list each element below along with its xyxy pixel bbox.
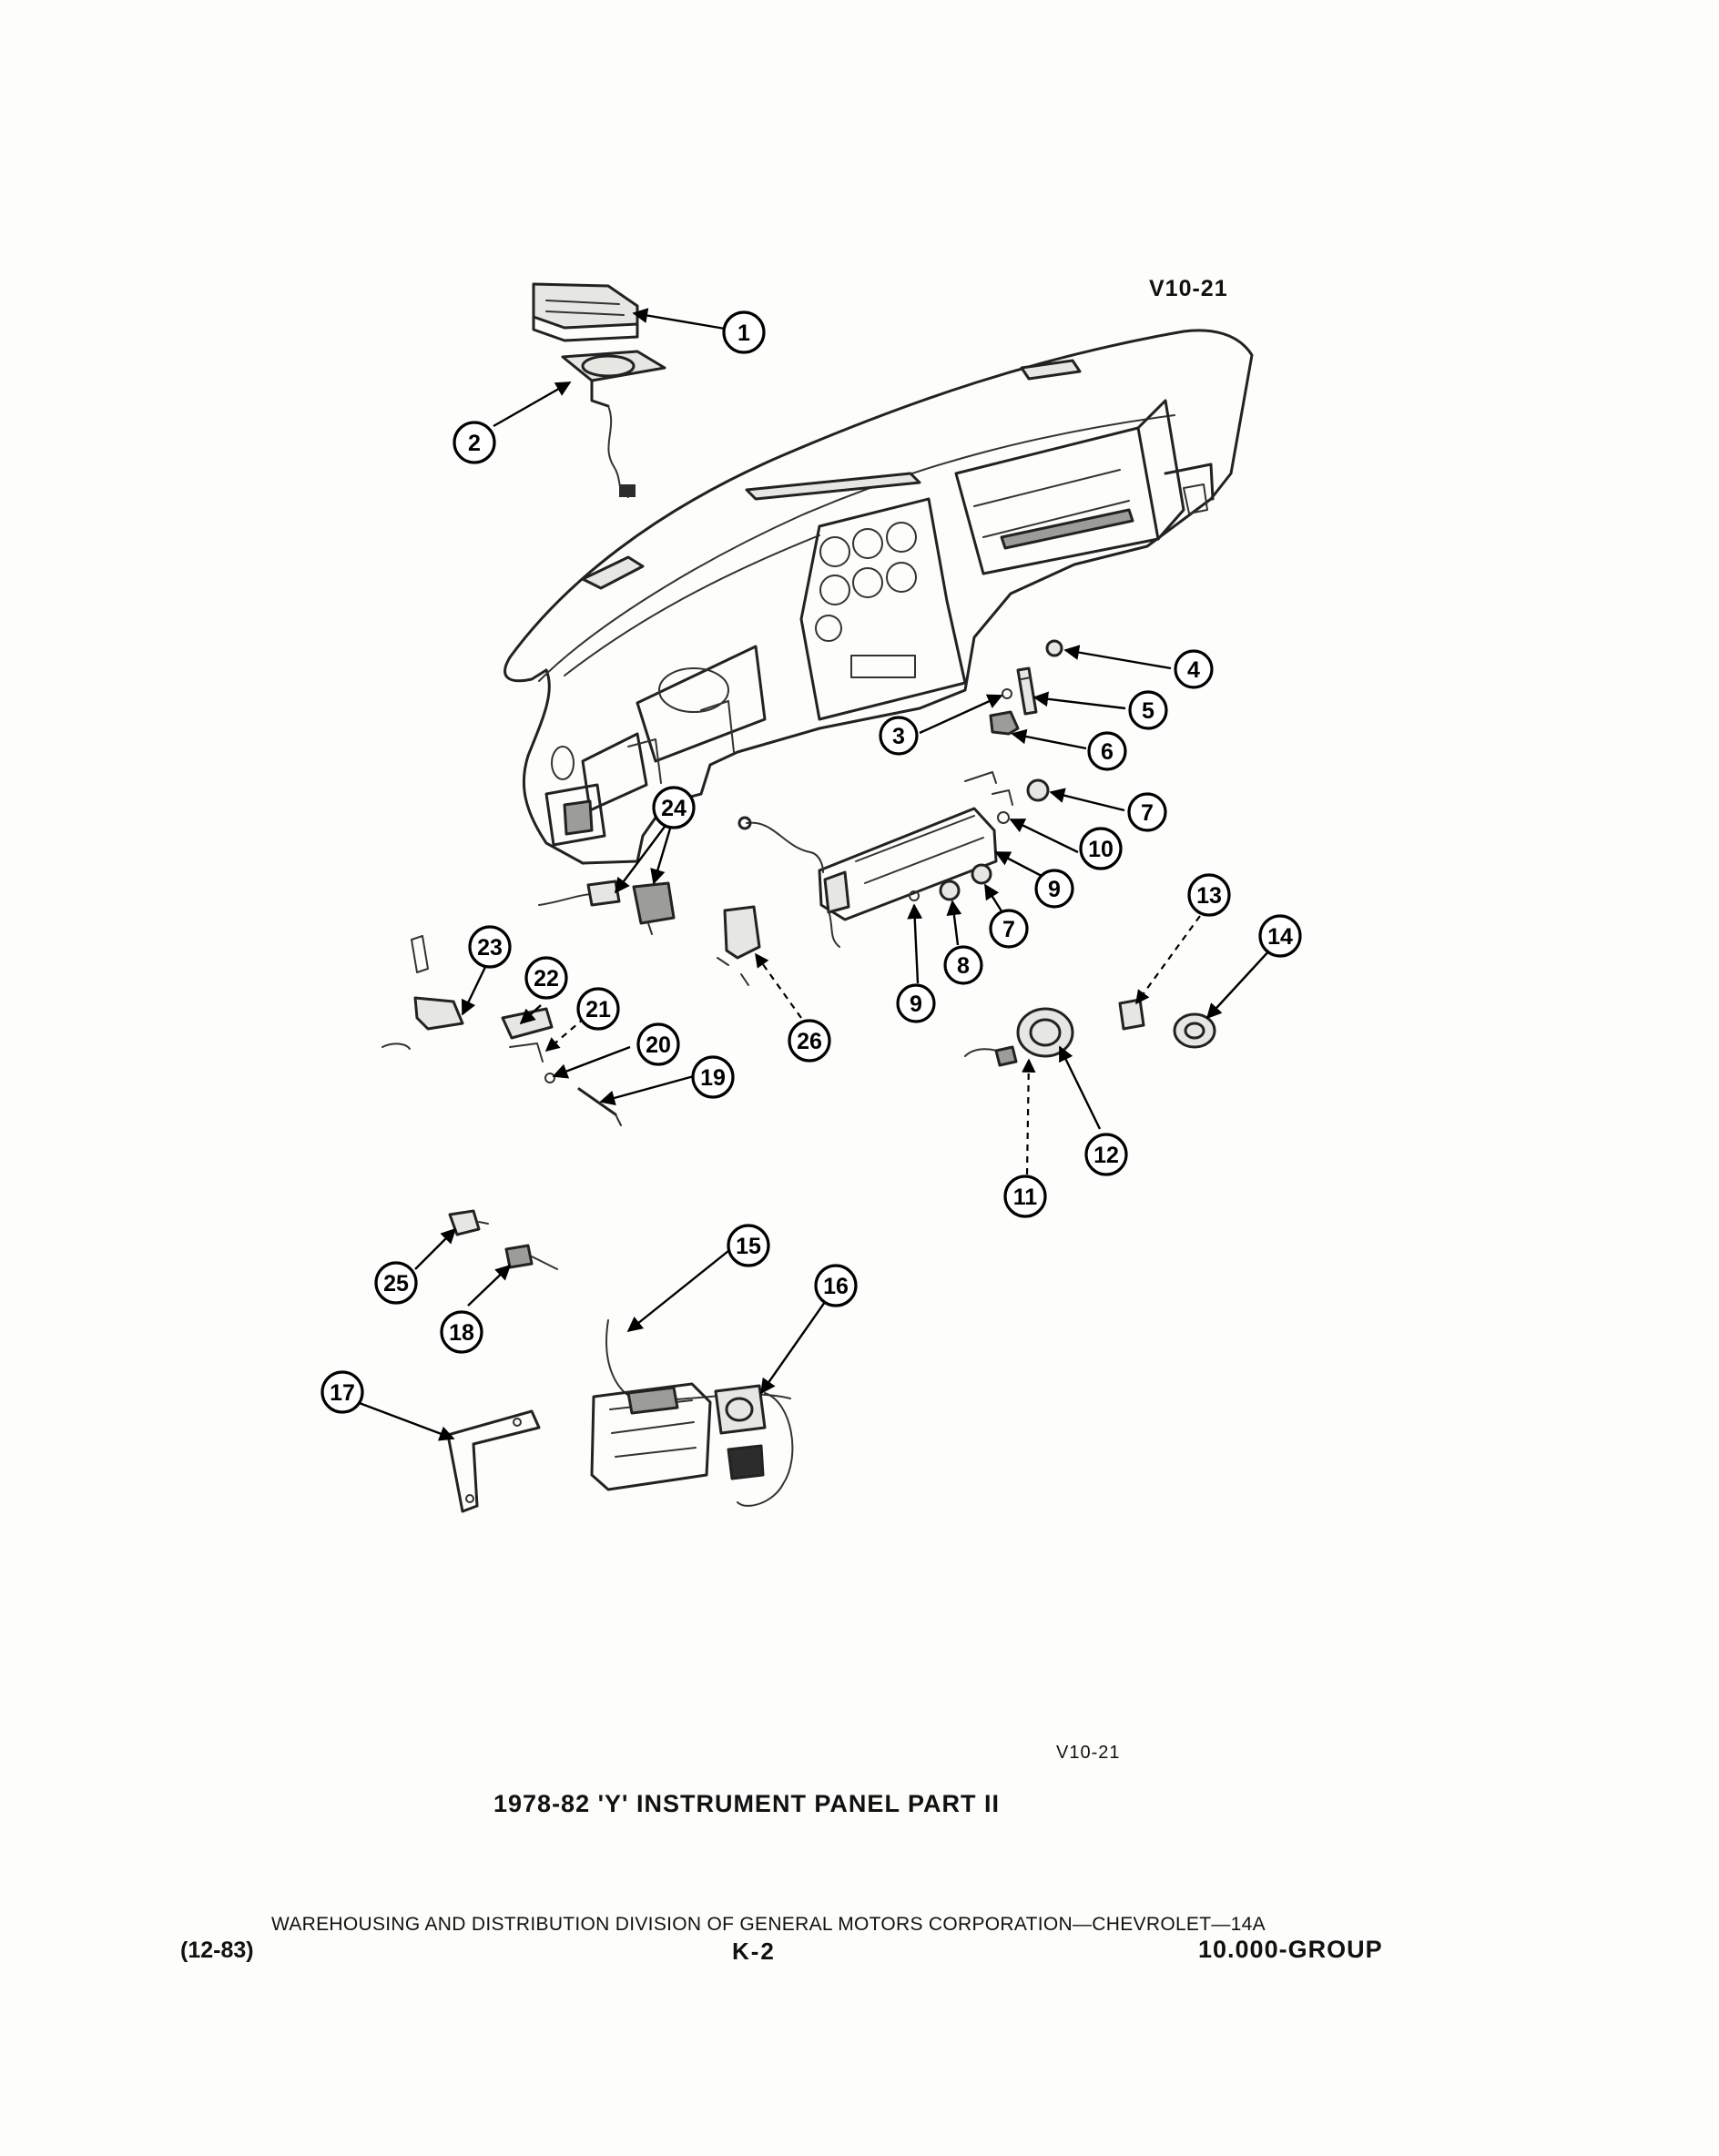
callout-7-lower: 7 (989, 909, 1029, 949)
callout-16: 16 (814, 1264, 858, 1307)
svg-text:21: 21 (585, 997, 611, 1022)
svg-text:14: 14 (1267, 924, 1293, 950)
callout-24: 24 (652, 786, 696, 829)
svg-text:7: 7 (1141, 800, 1154, 826)
figure-code-caption: V10-21 (1056, 1743, 1121, 1763)
callout-14: 14 (1258, 914, 1302, 958)
knob-drawing (1118, 998, 1216, 1049)
callout-2: 2 (453, 421, 496, 464)
svg-text:7: 7 (1002, 917, 1015, 942)
ignition-lock-drawing (964, 1007, 1074, 1067)
callout-20: 20 (636, 1022, 680, 1066)
svg-text:3: 3 (892, 724, 905, 749)
publisher-line: WAREHOUSING AND DISTRIBUTION DIVISION OF… (271, 1914, 1266, 1935)
callout-7-upper: 7 (1127, 792, 1167, 832)
callout-15: 15 (727, 1224, 770, 1267)
svg-text:25: 25 (383, 1271, 409, 1297)
page-number: K-2 (732, 1937, 776, 1965)
callout-5: 5 (1128, 690, 1168, 730)
callout-22: 22 (524, 956, 568, 1000)
figure-code-top: V10-21 (1149, 276, 1228, 301)
leader-lines (356, 308, 1272, 1441)
svg-text:18: 18 (449, 1320, 474, 1346)
callout-13: 13 (1187, 873, 1231, 917)
callout-19: 19 (691, 1055, 735, 1099)
callout-23: 23 (468, 925, 512, 969)
callout-26: 26 (788, 1019, 831, 1063)
svg-text:23: 23 (477, 935, 503, 961)
svg-text:6: 6 (1101, 739, 1114, 765)
svg-text:13: 13 (1196, 883, 1222, 909)
svg-text:26: 26 (797, 1029, 822, 1054)
callout-4: 4 (1174, 649, 1214, 689)
svg-text:15: 15 (736, 1234, 761, 1259)
figure-title: 1978-82 'Y' INSTRUMENT PANEL PART II (493, 1790, 1000, 1817)
svg-text:22: 22 (534, 966, 559, 992)
callout-10: 10 (1079, 827, 1123, 870)
callout-25: 25 (374, 1261, 418, 1305)
callout-11: 11 (1003, 1175, 1047, 1218)
callout-9-right: 9 (1034, 869, 1074, 909)
svg-text:9: 9 (910, 992, 922, 1017)
callout-6: 6 (1087, 731, 1127, 771)
svg-text:20: 20 (646, 1032, 671, 1058)
svg-text:5: 5 (1142, 698, 1154, 724)
svg-text:19: 19 (700, 1065, 726, 1091)
svg-text:24: 24 (661, 796, 687, 821)
speaker-drawing (561, 350, 666, 498)
callout-8: 8 (943, 945, 983, 985)
callout-3: 3 (879, 716, 919, 756)
group-number: 10.000-GROUP (1198, 1936, 1383, 1963)
callout-18: 18 (440, 1310, 483, 1354)
callout-1: 1 (722, 310, 766, 354)
bracket-drawing (717, 905, 761, 986)
callout-21: 21 (576, 987, 620, 1031)
mounting-bracket-drawing (446, 1409, 541, 1513)
speaker-grille-drawing (532, 282, 639, 342)
svg-text:17: 17 (330, 1380, 355, 1406)
svg-text:16: 16 (823, 1274, 849, 1299)
callout-9-left: 9 (896, 983, 936, 1023)
revision-date: (12-83) (180, 1937, 254, 1963)
svg-text:8: 8 (957, 953, 970, 979)
control-head-drawing (590, 1319, 794, 1507)
instrument-panel-drawing (503, 329, 1254, 865)
svg-text:9: 9 (1048, 877, 1061, 902)
svg-text:1: 1 (737, 320, 750, 346)
callout-12: 12 (1084, 1133, 1128, 1176)
switch-hardware-drawing (989, 639, 1063, 736)
bulb-socket-drawing (448, 1209, 558, 1270)
svg-text:2: 2 (468, 431, 481, 456)
svg-text:4: 4 (1187, 657, 1200, 683)
svg-text:10: 10 (1088, 837, 1114, 862)
svg-text:12: 12 (1093, 1143, 1119, 1168)
callout-17: 17 (320, 1370, 364, 1414)
relay-connector-drawing (538, 880, 676, 935)
svg-text:11: 11 (1013, 1185, 1038, 1210)
